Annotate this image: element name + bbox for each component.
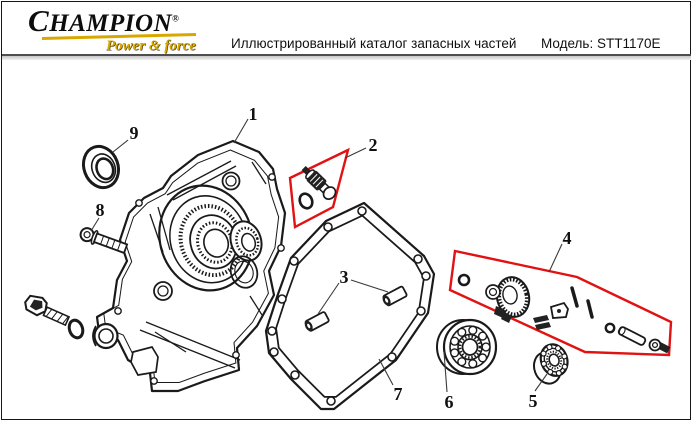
callout-7: 7 xyxy=(378,358,403,404)
cover-ribs xyxy=(149,160,267,353)
governor-block-drawing xyxy=(549,301,569,319)
callouts: 1 2 3 4 5 6 xyxy=(90,104,572,412)
brand-tagline: Power & force xyxy=(106,37,196,54)
gasket-bolt-holes xyxy=(267,206,431,406)
callout-label-8: 8 xyxy=(96,200,105,220)
callout-4: 4 xyxy=(548,228,572,273)
callout-3: 3 xyxy=(317,267,389,315)
breather-kit-box xyxy=(288,147,350,229)
callout-label-5: 5 xyxy=(529,391,538,411)
page-title: Иллюстрированный каталог запасных частей xyxy=(231,36,517,51)
callout-label-6: 6 xyxy=(445,392,454,412)
registered-mark: ® xyxy=(172,13,180,24)
governor-shaft-drawing xyxy=(617,326,647,346)
callout-9: 9 xyxy=(112,123,139,153)
breather-valve-drawing xyxy=(301,165,337,201)
governor-o-ring-drawing xyxy=(604,322,616,334)
header-divider xyxy=(2,54,691,60)
callout-label-2: 2 xyxy=(369,135,378,155)
ball-bearing-large-drawing xyxy=(436,318,498,376)
callout-label-3: 3 xyxy=(340,267,349,287)
callout-label-9: 9 xyxy=(130,123,139,143)
callout-6: 6 xyxy=(443,351,454,412)
callout-label-1: 1 xyxy=(249,104,258,124)
callout-label-7: 7 xyxy=(394,384,403,404)
flange-bolt-drawing xyxy=(79,227,129,255)
cover-filler-neck xyxy=(92,322,119,350)
model-label: Модель: STT1170E xyxy=(541,36,661,51)
callout-2: 2 xyxy=(344,135,378,159)
callout-1: 1 xyxy=(233,104,258,144)
dowel-pin-drawing xyxy=(304,311,330,332)
cover-lower-oval xyxy=(229,255,259,289)
governor-gear-drawing xyxy=(485,276,531,323)
breather-o-ring-drawing xyxy=(298,192,314,210)
callout-5: 5 xyxy=(529,373,548,411)
brand-name: CHAMPION® xyxy=(28,3,180,38)
sealing-washer-drawing xyxy=(67,318,85,340)
ball-bearing-small-drawing xyxy=(533,343,569,385)
crankcase-cover-drawing xyxy=(92,139,287,393)
governor-bolt-drawing xyxy=(648,338,671,354)
callout-8: 8 xyxy=(90,200,105,232)
governor-pins-drawing xyxy=(570,286,594,319)
cover-secondary-bore xyxy=(229,220,263,262)
callout-label-4: 4 xyxy=(563,228,572,248)
governor-washer-drawing xyxy=(457,273,471,287)
governor-clip-drawing xyxy=(533,315,551,330)
gasket-drawing xyxy=(264,201,436,411)
oil-seal-drawing xyxy=(81,144,121,190)
champion-logo: CHAMPION® Power & force xyxy=(28,4,200,55)
dowel-pin-drawing xyxy=(382,285,408,307)
drain-bolt-drawing xyxy=(24,294,71,327)
governor-kit-box xyxy=(448,249,673,357)
